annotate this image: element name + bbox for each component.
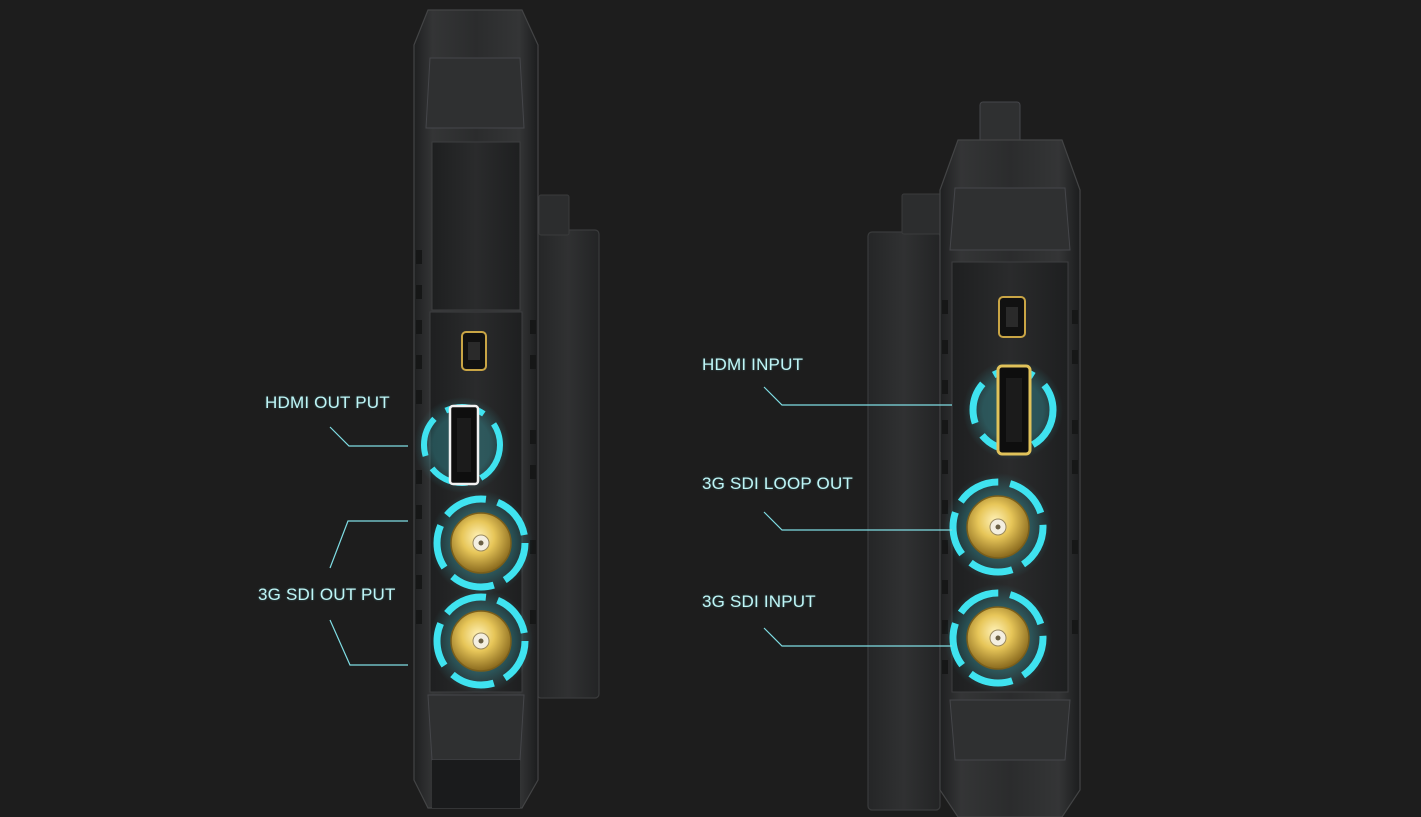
label-sdi-output: 3G SDI OUT PUT: [258, 585, 396, 604]
label-sdi-input: 3G SDI INPUT: [702, 592, 816, 611]
label-hdmi-output: HDMI OUT PUT: [265, 393, 390, 412]
left-monitor: [413, 9, 600, 809]
left-leader-lines: [329, 426, 408, 666]
right-leader-lines: [763, 386, 952, 647]
label-sdi-loop-out: 3G SDI LOOP OUT: [702, 474, 854, 493]
label-hdmi-input: HDMI INPUT: [702, 355, 804, 374]
right-monitor: [867, 101, 1081, 817]
